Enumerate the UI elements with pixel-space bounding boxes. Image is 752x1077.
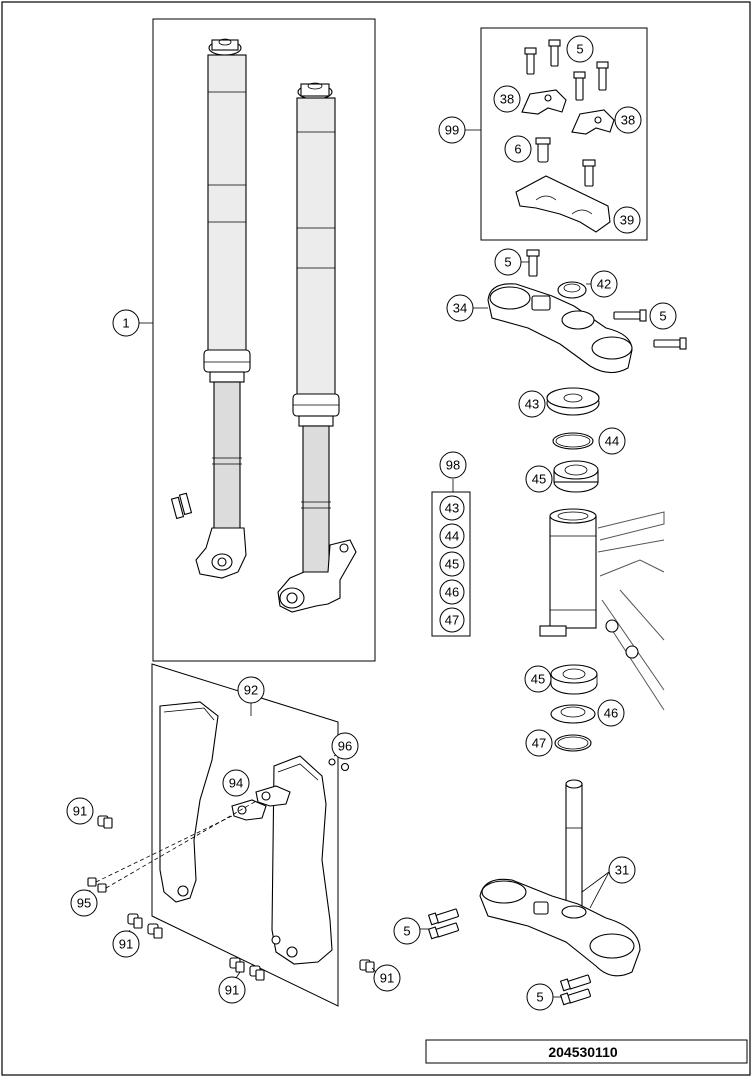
bearing-kit-box [431,491,471,637]
callout-label: 98 [446,458,460,473]
callout-label: 94 [229,776,243,791]
callout-seal-ring-lower: 47 [525,729,553,757]
callout-label: 1 [122,316,129,331]
callout-fork-assembly: 1 [112,309,140,337]
callout-seal-ring-upper: 44 [598,427,626,455]
callout-label: 44 [445,529,459,544]
diagram-id-box: 204530110 [425,1039,748,1064]
callout-label: 5 [576,42,583,57]
callout-label: 6 [514,142,521,157]
callout-label: 43 [525,397,539,412]
callout-label: 96 [338,739,352,754]
callout-label: 91 [119,937,133,952]
callout-washer-nut: 96 [331,732,359,760]
callout-long-screws: 95 [70,889,98,917]
callout-kit-43: 43 [439,495,465,521]
diagram-id: 204530110 [548,1044,618,1060]
callout-label: 45 [531,672,545,687]
callout-bearing-kit: 98 [439,451,467,479]
fork-assembly-box [152,18,376,662]
callout-handlebar-clamp-left: 38 [493,85,521,113]
callout-label: 39 [620,213,634,228]
callout-label: 95 [77,896,91,911]
fork-assembly-group [139,18,376,662]
callout-clamp-group: 99 [438,116,466,144]
callout-top-clamp-bolt: 5 [494,248,522,276]
callout-label: 38 [500,92,514,107]
callout-label: 46 [604,706,618,721]
callout-kit-45: 45 [439,551,465,577]
bearing-kit-group [431,479,471,637]
bearing-stack-upper [546,387,600,493]
callout-top-triple-clamp: 34 [446,294,474,322]
callout-top-clamp-side-bolt: 5 [649,302,677,330]
callout-screw-front: 91 [66,797,94,825]
bearing-stack-lower [550,664,598,752]
top-triple-clamp-group [473,249,687,374]
right-fork-leg [277,82,357,613]
callout-label: 5 [504,255,511,270]
callout-bottom-clamp-bolts-lower: 5 [526,983,554,1011]
callout-label: 38 [621,113,635,128]
callout-label: 92 [244,683,258,698]
callout-label: 99 [445,123,459,138]
callout-kit-46: 46 [439,579,465,605]
callout-bottom-clamp-bolts: 5 [393,917,421,945]
fork-protector-group [87,663,377,1007]
callout-label: 31 [615,863,629,878]
callout-label: 44 [605,434,619,449]
steering-stem-group [420,779,641,1006]
clamp-group [465,27,648,241]
callout-label: 5 [403,924,410,939]
callout-label: 47 [445,613,459,628]
callout-steering-stem: 31 [608,856,636,884]
left-fork-leg [170,38,251,579]
callout-clamp-bolt-small: 6 [504,135,532,163]
callout-label: 5 [536,990,543,1005]
callout-handlebar-clamp-bridge: 39 [613,206,641,234]
callout-label: 46 [445,585,459,600]
callout-label: 45 [532,472,546,487]
callout-label: 91 [380,971,394,986]
callout-steering-nut: 42 [590,270,618,298]
callout-handlebar-clamp-right: 38 [614,106,642,134]
callout-label: 42 [597,277,611,292]
callout-bearing-upper: 45 [525,465,553,493]
callout-label: 47 [532,736,546,751]
callout-screw-lower-right: 91 [373,964,401,992]
callout-kit-47: 47 [439,607,465,633]
steering-head-frame [539,508,665,711]
callout-screws-lower-center: 91 [218,976,246,1004]
callout-label: 91 [73,804,87,819]
callout-fork-protector-set: 92 [237,676,265,704]
callout-bearing-cover: 43 [518,390,546,418]
callout-label: 91 [225,983,239,998]
callout-clamp-bolt-top: 5 [566,35,594,63]
fork-protector-panel [151,663,339,1007]
callout-screws-lower-left: 91 [112,930,140,958]
callout-bearing-lower: 45 [524,665,552,693]
callout-label: 5 [659,309,666,324]
callout-label: 43 [445,501,459,516]
callout-protector-bracket: 94 [222,769,250,797]
callout-kit-44: 44 [439,523,465,549]
callout-label: 34 [453,301,467,316]
callout-label: 45 [445,557,459,572]
callout-dust-seal-lower: 46 [597,699,625,727]
clamp-group-box [480,27,648,241]
